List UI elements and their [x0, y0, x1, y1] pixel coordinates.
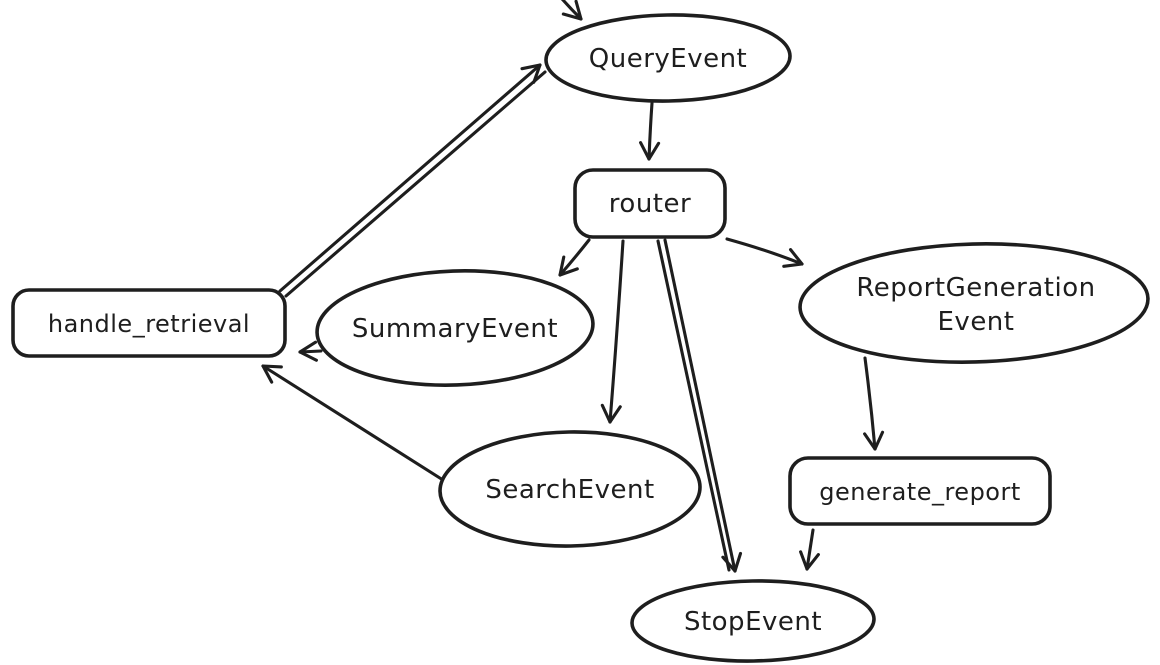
edge-incoming-top-to-queryevent-arrow	[560, 0, 583, 21]
edge-queryevent-to-router-arrow	[639, 101, 661, 161]
edge-generate-report-to-stopevent-arrow	[799, 528, 820, 571]
node-router: router	[573, 168, 727, 239]
edge-searchevent-to-handle-retrieval-arrow	[261, 364, 445, 482]
query-event-ellipse	[544, 13, 792, 103]
stop-event-label: StopEvent	[684, 607, 822, 637]
search-event-label: SearchEvent	[485, 475, 654, 505]
edges-layer	[261, 0, 885, 573]
edge-reportgenerationevent-to-generate-report-arrow	[863, 356, 885, 451]
edge-router-to-searchevent-arrow	[600, 239, 625, 424]
report-generation-event-label-line1: ReportGeneration	[856, 273, 1095, 303]
node-summary-event: SummaryEvent	[315, 269, 595, 387]
summary-event-ellipse	[315, 269, 595, 387]
edge-handle-retrieval-to-queryevent-line2	[284, 70, 547, 298]
edge-router-to-stopevent-line2	[656, 239, 731, 572]
node-report-generation-event: ReportGeneration Event	[798, 242, 1150, 364]
handle-retrieval-label: handle_retrieval	[48, 310, 250, 338]
edge-handle-retrieval-to-queryevent-arrow	[278, 63, 542, 293]
generate-report-label: generate_report	[819, 478, 1021, 506]
handle-retrieval-rectangle	[11, 288, 287, 358]
edge-router-to-summaryevent-arrow	[558, 238, 591, 277]
edge-router-to-stopevent-arrow	[663, 238, 743, 573]
router-rectangle	[573, 168, 727, 239]
report-generation-event-label-line2: Event	[938, 307, 1015, 337]
edge-router-to-reportgenerationevent-arrow	[725, 237, 804, 268]
query-event-label: QueryEvent	[589, 44, 748, 74]
node-search-event: SearchEvent	[438, 430, 702, 548]
stop-event-ellipse	[630, 579, 876, 663]
router-label: router	[609, 189, 691, 219]
node-handle-retrieval: handle_retrieval	[11, 288, 287, 358]
node-generate-report: generate_report	[788, 456, 1052, 526]
node-query-event: QueryEvent	[544, 13, 792, 103]
edge-summaryevent-to-handle-retrieval-arrow	[298, 340, 323, 362]
nodes-layer: QueryEvent router handle_retrieval Summa…	[11, 13, 1150, 663]
node-stop-event: StopEvent	[630, 579, 876, 663]
report-generation-event-ellipse	[798, 242, 1150, 364]
summary-event-label: SummaryEvent	[352, 314, 558, 344]
search-event-ellipse	[438, 430, 702, 548]
generate-report-rectangle	[788, 456, 1052, 526]
